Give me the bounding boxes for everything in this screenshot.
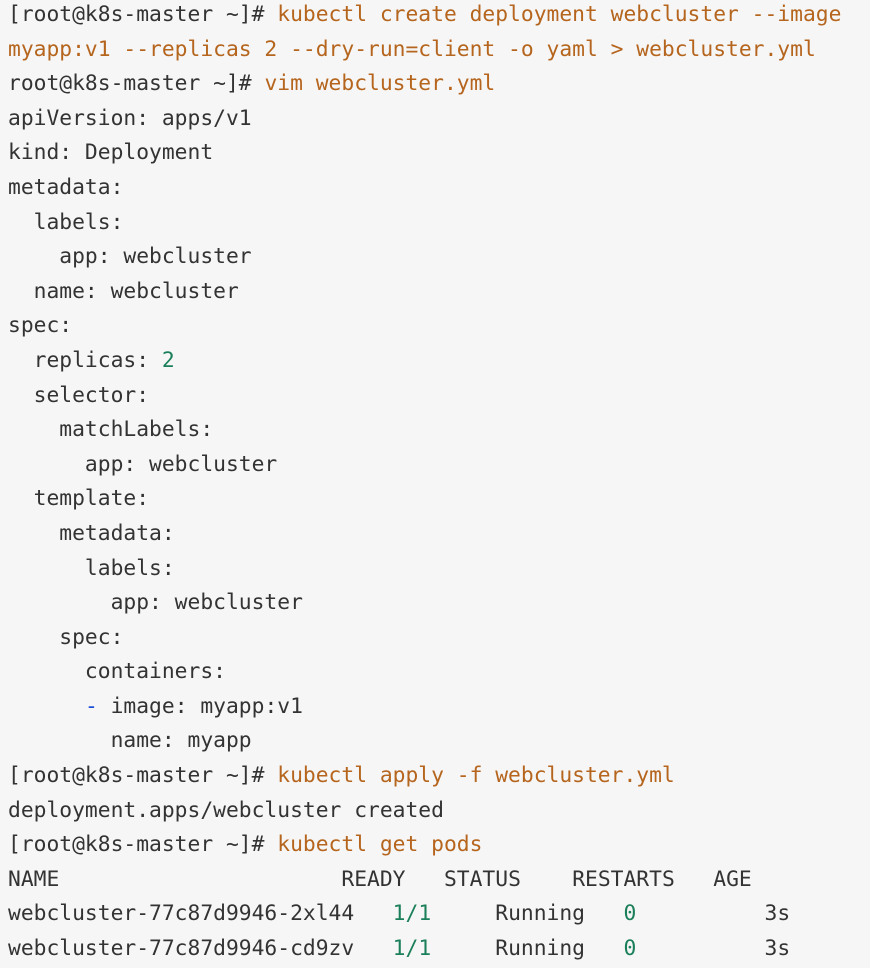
yaml-line: metadata: [8, 520, 175, 546]
header-spacer [675, 867, 713, 892]
cell-spacer [585, 901, 623, 926]
cell-spacer [431, 901, 495, 926]
pod-name: webcluster-77c87d9946-2xl44 [8, 901, 355, 927]
command-text: vim webcluster.yml [251, 71, 496, 97]
header-spacer [59, 867, 341, 892]
yaml-line: - image: myapp:v1 [8, 690, 870, 725]
pod-name: webcluster-77c87d9946-cd9zv [8, 936, 355, 962]
yaml-line: app: webcluster [8, 451, 278, 477]
command-output: deployment.apps/webcluster created [8, 797, 444, 823]
command-text: kubectl get pods [264, 832, 483, 858]
command-line: [root@k8s-master ~]# kubectl get pods [8, 828, 870, 863]
cell-spacer [636, 936, 764, 961]
yaml-line: template: [8, 486, 150, 512]
yaml-line: spec: [8, 624, 124, 650]
header-status: STATUS [443, 866, 521, 892]
command-text: myapp:v1 --replicas 2 --dry-run=client -… [8, 36, 816, 62]
pods-table-header: NAME READY STATUS RESTARTS AGE [8, 863, 870, 898]
header-restarts: RESTARTS [572, 866, 675, 892]
command-line: [root@k8s-master ~]# kubectl apply -f we… [8, 759, 870, 794]
yaml-line: apiVersion: apps/v1 [8, 105, 252, 131]
shell-prompt: root@k8s-master ~]# [8, 71, 252, 97]
yaml-key: replicas: [8, 347, 162, 373]
cell-spacer [354, 901, 392, 926]
shell-prompt: [root@k8s-master ~]# [8, 832, 265, 858]
command-text: kubectl create deployment webcluster --i… [264, 2, 842, 27]
yaml-line: app: webcluster [8, 244, 252, 270]
yaml-line: labels: [8, 555, 175, 581]
yaml-line: replicas: 2 [8, 344, 870, 379]
header-age: AGE [713, 866, 752, 892]
command-line-continuation: myapp:v1 --replicas 2 --dry-run=client -… [8, 33, 870, 68]
header-spacer [406, 867, 444, 892]
yaml-number: 2 [161, 347, 175, 373]
header-spacer [521, 867, 572, 892]
pod-ready: 1/1 [392, 936, 432, 962]
cell-spacer [354, 936, 392, 961]
table-row: webcluster-77c87d9946-2xl44 1/1 Running … [8, 897, 870, 932]
pod-age: 3s [764, 936, 791, 962]
pod-status: Running [495, 936, 586, 962]
yaml-line: matchLabels: [8, 417, 214, 443]
yaml-line: app: webcluster [8, 590, 303, 616]
yaml-line: name: myapp [8, 728, 252, 754]
yaml-line: metadata: [8, 174, 124, 200]
pod-restarts: 0 [623, 901, 637, 927]
table-row: webcluster-77c87d9946-cd9zv 1/1 Running … [8, 932, 870, 967]
cell-spacer [636, 901, 764, 926]
pod-ready: 1/1 [392, 901, 432, 927]
yaml-key-value: image: myapp:v1 [97, 693, 303, 719]
yaml-line: kind: Deployment [8, 140, 214, 166]
yaml-line: labels: [8, 209, 124, 235]
yaml-line: name: webcluster [8, 278, 239, 304]
command-line: [root@k8s-master ~]# kubectl create depl… [8, 0, 870, 33]
yaml-line: selector: [8, 382, 150, 408]
cell-spacer [431, 936, 495, 961]
yaml-indent [8, 694, 85, 719]
shell-prompt: [root@k8s-master ~]# [8, 763, 265, 789]
yaml-list-dash: - [84, 693, 98, 719]
pod-restarts: 0 [623, 936, 637, 962]
command-text: kubectl apply -f webcluster.yml [264, 763, 675, 789]
shell-prompt: [root@k8s-master ~]# [8, 2, 265, 27]
header-name: NAME [8, 866, 60, 892]
pod-age: 3s [764, 901, 791, 927]
pod-status: Running [495, 901, 586, 927]
yaml-line: spec: [8, 313, 73, 339]
header-ready: READY [341, 866, 406, 892]
command-line: root@k8s-master ~]# vim webcluster.yml [8, 67, 870, 102]
yaml-line: containers: [8, 659, 226, 685]
cell-spacer [585, 936, 623, 961]
